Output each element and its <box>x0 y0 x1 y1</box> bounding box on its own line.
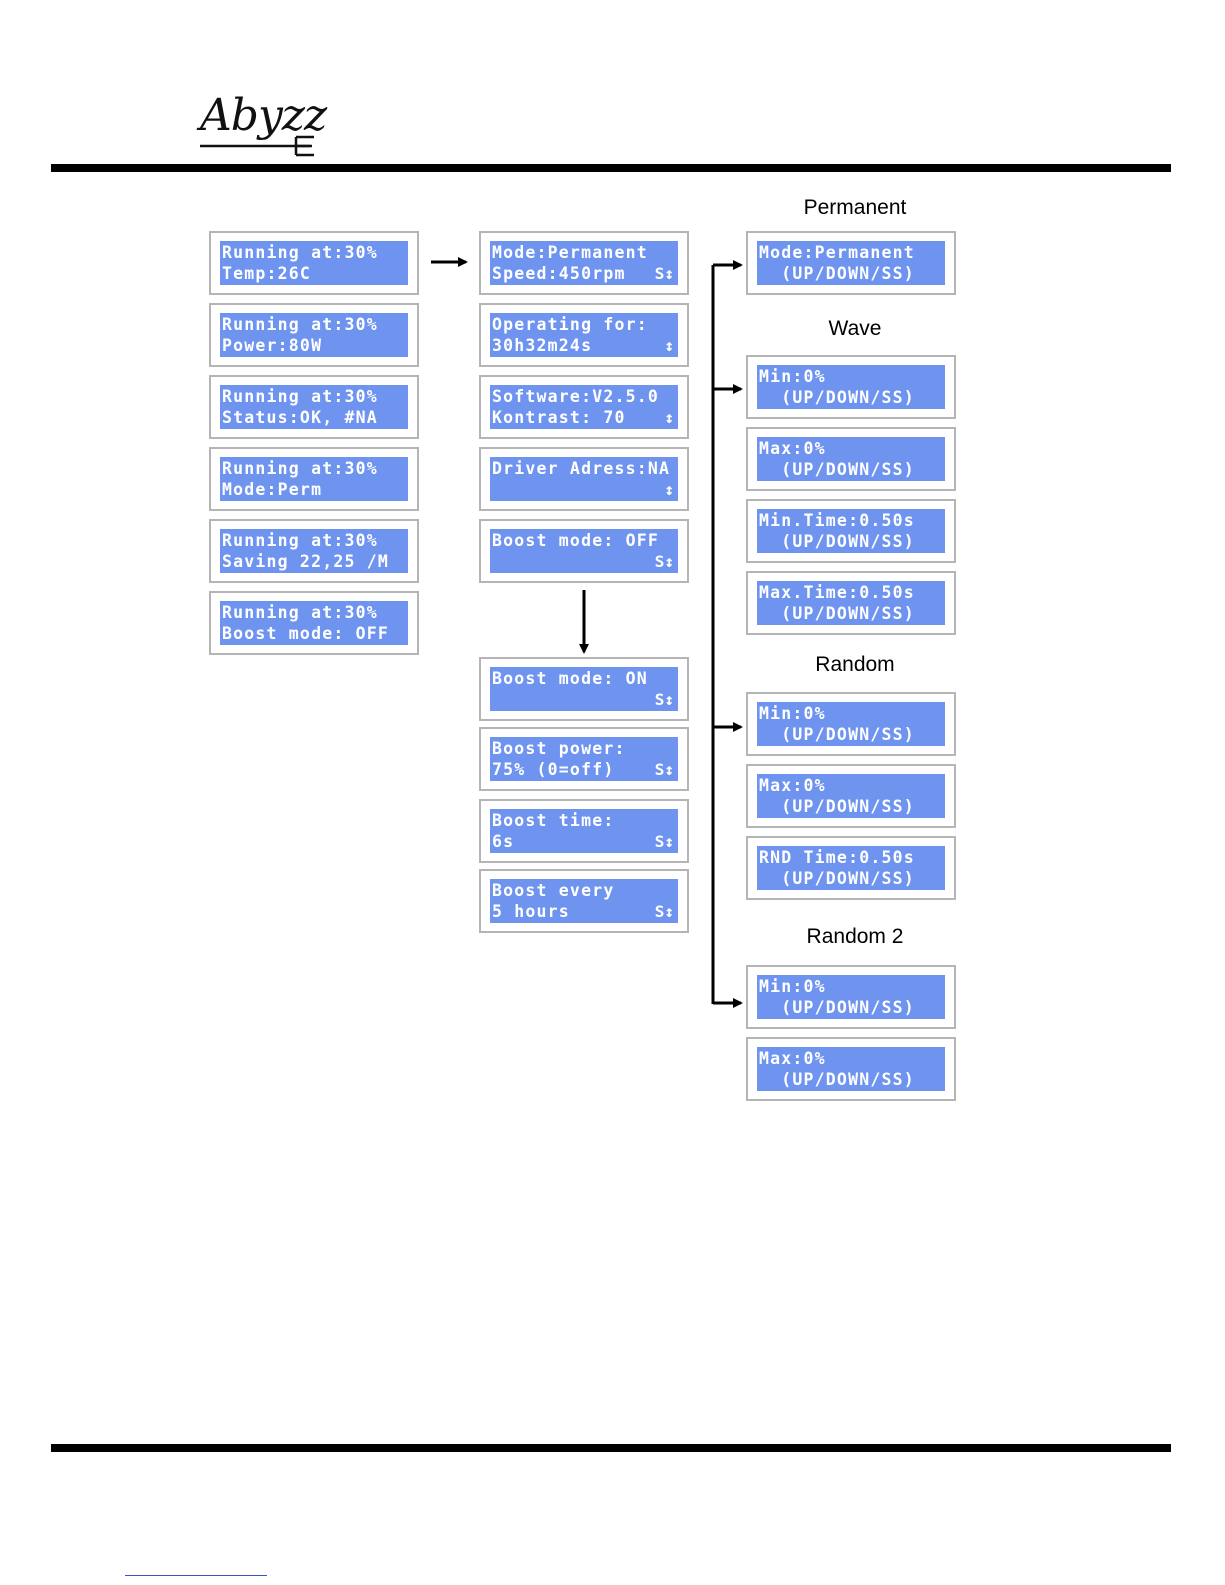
lcd-line-2: 30h32m24s <box>492 336 593 355</box>
lcd-menu-operating: Operating for: 30h32m24s ↕ <box>479 303 689 367</box>
lcd-wave-min: Min:0% (UP/DOWN/SS) <box>746 355 956 419</box>
heading-wave: Wave <box>828 317 882 340</box>
lcd-boost-time: Boost time: 6s S↕ <box>479 799 689 863</box>
lcd-menu-driver: Driver Adress:NA ↕ <box>479 447 689 511</box>
lcd-boost-on: Boost mode: ON S↕ <box>479 657 689 721</box>
lcd-menu-boost-off: Boost mode: OFF S↕ <box>479 519 689 583</box>
lcd-status-temp: Running at:30% Temp:26C <box>209 231 419 295</box>
lcd-line-1: Max:0% <box>759 439 826 458</box>
lcd-line-2: (UP/DOWN/SS) <box>759 532 915 551</box>
lcd-line-1: Min:0% <box>759 367 826 386</box>
lcd-line-1: Running at:30% <box>222 315 378 334</box>
scroll-select-icon: S↕ <box>654 832 674 851</box>
lcd-line-2: (UP/DOWN/SS) <box>759 460 915 479</box>
lcd-line-1: Running at:30% <box>222 387 378 406</box>
lcd-line-2: Saving 22,25 /M <box>222 552 390 571</box>
lcd-line-1: Boost every <box>492 881 615 900</box>
lcd-random-min: Min:0% (UP/DOWN/SS) <box>746 692 956 756</box>
lcd-line-2: (UP/DOWN/SS) <box>759 797 915 816</box>
lcd-line-2: 75% (0=off) <box>492 760 615 779</box>
lcd-status-saving: Running at:30% Saving 22,25 /M <box>209 519 419 583</box>
lcd-line-1: Running at:30% <box>222 603 378 622</box>
lcd-wave-max: Max:0% (UP/DOWN/SS) <box>746 427 956 491</box>
scroll-icon: ↕ <box>664 480 674 499</box>
lcd-status-boost: Running at:30% Boost mode: OFF <box>209 591 419 655</box>
lcd-line-2: Status:OK, #NA <box>222 408 378 427</box>
abyzz-logo: Abyzz <box>196 90 327 160</box>
lcd-line-2: Boost mode: OFF <box>222 624 390 643</box>
lcd-line-1: Max:0% <box>759 776 826 795</box>
lcd-line-1: Software:V2.5.0 <box>492 387 660 406</box>
lcd-line-1: Driver Adress:NA <box>492 459 671 478</box>
lcd-line-1: Mode:Permanent <box>492 243 648 262</box>
lcd-status-power: Running at:30% Power:80W <box>209 303 419 367</box>
lcd-line-2: (UP/DOWN/SS) <box>759 1070 915 1089</box>
lcd-line-1: Operating for: <box>492 315 648 334</box>
lcd-line-1: Boost power: <box>492 739 626 758</box>
heading-random: Random <box>815 653 895 676</box>
lcd-line-2: (UP/DOWN/SS) <box>759 604 915 623</box>
lcd-wave-max-time: Max.Time:0.50s (UP/DOWN/SS) <box>746 571 956 635</box>
lcd-random2-min: Min:0% (UP/DOWN/SS) <box>746 965 956 1029</box>
trident-mark-icon <box>200 135 314 157</box>
footer-link-underline <box>125 1575 267 1576</box>
lcd-random-time: RND Time:0.50s (UP/DOWN/SS) <box>746 836 956 900</box>
lcd-line-1: Boost mode: ON <box>492 669 648 688</box>
lcd-line-2: (UP/DOWN/SS) <box>759 869 915 888</box>
lcd-boost-every: Boost every 5 hours S↕ <box>479 869 689 933</box>
heading-random-2: Random 2 <box>806 925 904 948</box>
lcd-line-2: Power:80W <box>222 336 323 355</box>
lcd-line-1: Min:0% <box>759 977 826 996</box>
lcd-boost-power: Boost power: 75% (0=off) S↕ <box>479 727 689 791</box>
lcd-line-1: Min:0% <box>759 704 826 723</box>
lcd-line-1: RND Time:0.50s <box>759 848 915 867</box>
lcd-wave-min-time: Min.Time:0.50s (UP/DOWN/SS) <box>746 499 956 563</box>
lcd-line-2: Temp:26C <box>222 264 312 283</box>
lcd-line-2: 5 hours <box>492 902 570 921</box>
lcd-line-1: Mode:Permanent <box>759 243 915 262</box>
scroll-icon: ↕ <box>664 408 674 427</box>
lcd-line-1: Running at:30% <box>222 243 378 262</box>
scroll-select-icon: S↕ <box>654 760 674 779</box>
scroll-select-icon: S↕ <box>654 552 674 571</box>
lcd-line-2: (UP/DOWN/SS) <box>759 388 915 407</box>
lcd-line-1: Running at:30% <box>222 531 378 550</box>
lcd-line-1: Min.Time:0.50s <box>759 511 915 530</box>
header-rule <box>51 164 1171 172</box>
lcd-status-mode: Running at:30% Mode:Perm <box>209 447 419 511</box>
lcd-status-ok: Running at:30% Status:OK, #NA <box>209 375 419 439</box>
lcd-line-2: Speed:450rpm <box>492 264 626 283</box>
lcd-permanent-mode: Mode:Permanent (UP/DOWN/SS) <box>746 231 956 295</box>
lcd-line-1: Boost mode: OFF <box>492 531 660 550</box>
scroll-icon: ↕ <box>664 336 674 355</box>
logo-text: Abyzz <box>200 90 327 141</box>
lcd-line-1: Max:0% <box>759 1049 826 1068</box>
footer-rule <box>51 1444 1171 1452</box>
lcd-random-max: Max:0% (UP/DOWN/SS) <box>746 764 956 828</box>
lcd-line-1: Running at:30% <box>222 459 378 478</box>
lcd-line-1: Max.Time:0.50s <box>759 583 915 602</box>
scroll-select-icon: S↕ <box>654 264 674 283</box>
heading-permanent: Permanent <box>803 196 907 219</box>
lcd-line-2: Kontrast: 70 <box>492 408 626 427</box>
lcd-line-2: (UP/DOWN/SS) <box>759 725 915 744</box>
scroll-select-icon: S↕ <box>654 690 674 709</box>
scroll-select-icon: S↕ <box>654 902 674 921</box>
lcd-line-2: Mode:Perm <box>222 480 323 499</box>
lcd-line-2: 6s <box>492 832 515 851</box>
lcd-line-1: Boost time: <box>492 811 615 830</box>
lcd-line-2: (UP/DOWN/SS) <box>759 264 915 283</box>
lcd-line-2: (UP/DOWN/SS) <box>759 998 915 1017</box>
lcd-random2-max: Max:0% (UP/DOWN/SS) <box>746 1037 956 1101</box>
